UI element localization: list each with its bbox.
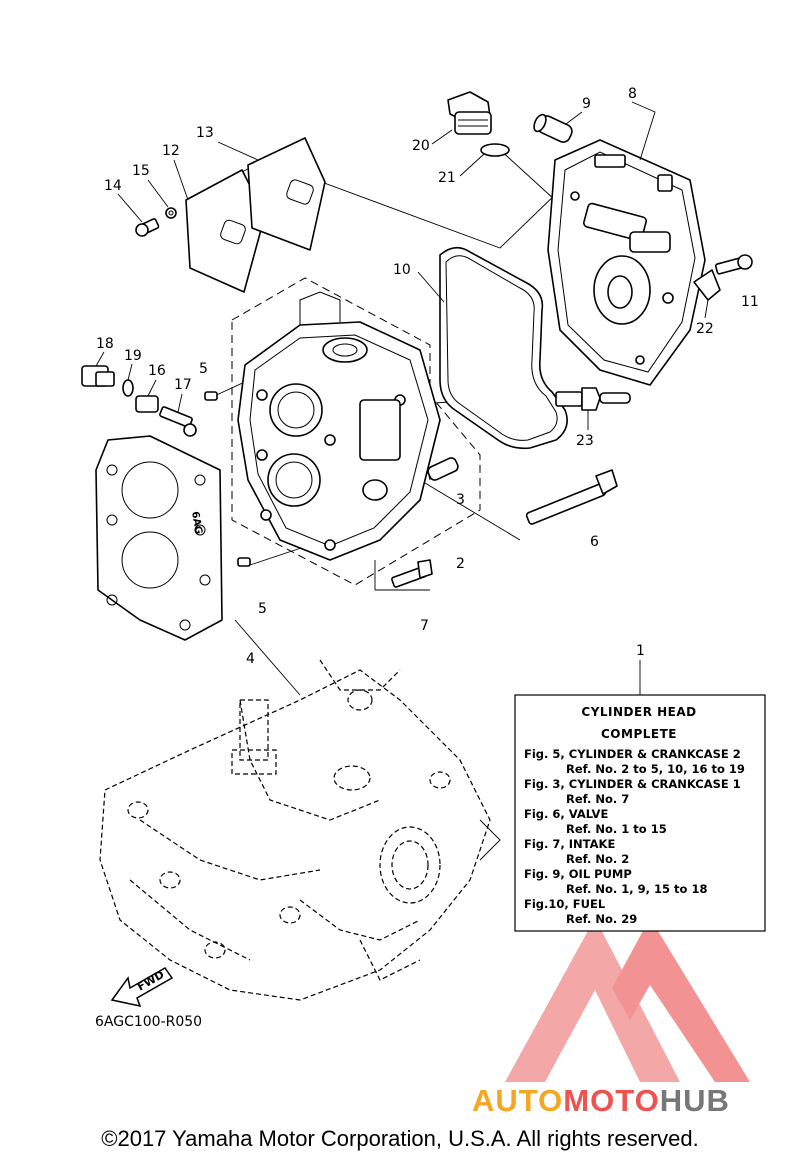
info-line-4: Fig. 6, VALVE — [524, 807, 608, 821]
clip-22 — [693, 269, 721, 301]
info-line-7: Ref. No. 2 — [566, 852, 629, 866]
info-line-2: Fig. 3, CYLINDER & CRANKCASE 1 — [524, 777, 741, 791]
callout-4: 4 — [246, 651, 255, 667]
info-line-10: Fig.10, FUEL — [524, 897, 606, 911]
exploded-parts-diagram: FWD 6AGC100-R050 — [81, 86, 766, 1082]
washer-15 — [165, 207, 177, 219]
oil-cap-20 — [447, 91, 492, 135]
callout-14: 14 — [104, 178, 122, 194]
spark-plug-23 — [555, 387, 631, 411]
dowel-5-lower — [237, 557, 251, 567]
crankcase-ghost-outline — [99, 659, 491, 1001]
info-line-1: Ref. No. 2 to 5, 10, 16 to 19 — [566, 762, 745, 776]
fitting-9 — [533, 113, 573, 143]
callout-17: 17 — [174, 377, 192, 393]
drawing-code: 6AGC100-R050 — [95, 1014, 202, 1030]
callout-15: 15 — [132, 163, 150, 179]
info-title-2: COMPLETE — [601, 727, 677, 741]
head-gasket-4: 6AG — [95, 435, 223, 641]
callout-21: 21 — [438, 170, 456, 186]
callout-13: 13 — [196, 125, 214, 141]
callout-6: 6 — [590, 534, 599, 550]
callout-12: 12 — [162, 143, 180, 159]
head-cover-8 — [547, 139, 706, 386]
callout-5-lower: 5 — [258, 601, 267, 617]
callout-8: 8 — [628, 86, 637, 102]
gasket-10 — [439, 246, 568, 450]
bolt-7 — [391, 559, 433, 588]
callout-19: 19 — [124, 348, 142, 364]
callout-7: 7 — [420, 618, 429, 634]
info-line-5: Ref. No. 1 to 15 — [566, 822, 667, 836]
plug-18 — [81, 365, 115, 387]
callout-20: 20 — [412, 138, 430, 154]
sleeve-16 — [135, 395, 159, 413]
callout-labels: 1 2 3 4 5 5 6 7 8 9 10 11 12 13 14 15 16… — [95, 86, 759, 695]
assembly-dashed-outline — [231, 277, 481, 586]
info-line-6: Fig. 7, INTAKE — [524, 837, 615, 851]
callout-10: 10 — [393, 262, 411, 278]
callout-23: 23 — [576, 433, 594, 449]
gasket-12 — [185, 169, 266, 293]
watermark-text-auto: AUTO — [472, 1083, 564, 1118]
info-line-8: Fig. 9, OIL PUMP — [524, 867, 632, 881]
o-ring-21 — [480, 143, 510, 157]
copyright-notice: ©2017 Yamaha Motor Corporation, U.S.A. A… — [101, 1126, 699, 1151]
callout-3: 3 — [456, 492, 465, 508]
sleeve-3 — [427, 457, 459, 481]
fwd-arrow-icon: FWD — [110, 967, 174, 1008]
info-line-11: Ref. No. 29 — [566, 912, 637, 926]
callout-5-upper: 5 — [199, 361, 208, 377]
callout-1: 1 — [636, 643, 645, 659]
bolt-11 — [714, 254, 753, 275]
dowel-5-upper — [204, 391, 218, 401]
bolt-6 — [525, 469, 618, 525]
info-box: CYLINDER HEAD COMPLETE Fig. 5, CYLINDER … — [514, 694, 766, 932]
watermark-brand: AUTOMOTOHUB — [472, 1083, 730, 1119]
o-ring-19 — [122, 379, 134, 397]
callout-2: 2 — [456, 556, 465, 572]
info-line-9: Ref. No. 1, 9, 15 to 18 — [566, 882, 707, 896]
callout-11: 11 — [741, 294, 759, 310]
watermark-text-moto: MOTO — [563, 1083, 660, 1118]
gasket-stamp: 6AG — [189, 511, 204, 535]
watermark-text-hub: HUB — [659, 1083, 730, 1118]
watermark-logo-icon — [505, 918, 750, 1082]
info-title-1: CYLINDER HEAD — [581, 705, 696, 719]
callout-18: 18 — [96, 336, 114, 352]
callout-22: 22 — [696, 321, 714, 337]
info-line-0: Fig. 5, CYLINDER & CRANKCASE 2 — [524, 747, 741, 761]
bolt-17 — [159, 406, 197, 437]
screw-14 — [135, 218, 160, 237]
cylinder-head-2 — [237, 291, 441, 561]
info-line-3: Ref. No. 7 — [566, 792, 629, 806]
callout-9: 9 — [582, 96, 591, 112]
callout-16: 16 — [148, 363, 166, 379]
